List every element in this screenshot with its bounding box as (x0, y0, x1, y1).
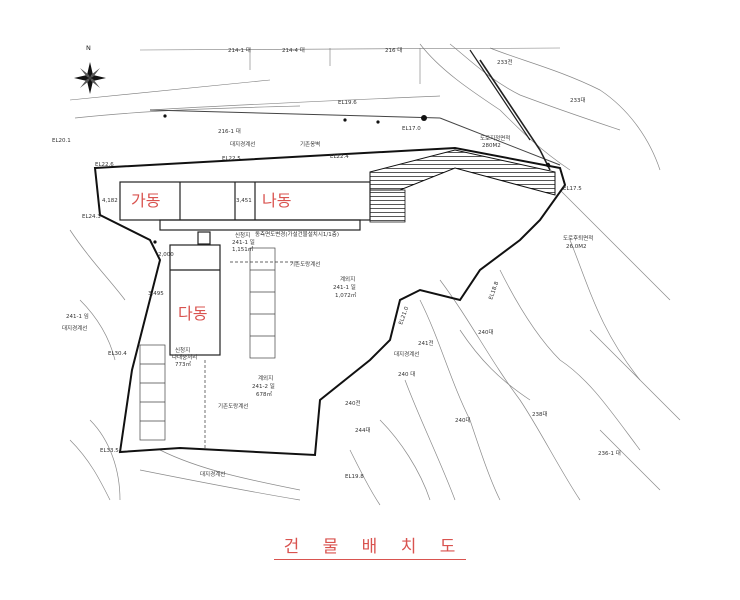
elev-3: EL22.5 (222, 156, 241, 162)
stream-line-2 (469, 49, 531, 141)
parcel-3-type: 신청지 (175, 346, 190, 354)
parcel-num-d: 233대 (570, 96, 586, 104)
survey-marks (153, 114, 551, 244)
parcel-4-type: 계외지 (258, 374, 273, 382)
building-da-label: 다동 (178, 304, 207, 323)
road-area-right: 도로후퇴면적 (563, 234, 593, 242)
parcel-4-number: 241-2 일 (252, 382, 275, 390)
elev-12: EL33.5 (100, 448, 119, 454)
road-area-top-value: 280M2 (482, 143, 501, 149)
elev-2: EL22.6 (95, 162, 114, 168)
parcel-num-k: 241전 (418, 339, 434, 347)
elev-13: EL19.8 (345, 474, 364, 480)
north-arrow (74, 62, 106, 94)
parcel-num-n: 244대 (355, 426, 371, 434)
parcel-num-l: 216-1 대 (218, 127, 241, 135)
dev-line-label-2: 기존도랑계선 (218, 402, 248, 410)
road-line-east (439, 117, 561, 166)
lot-line-top: 대지경계선 (230, 140, 255, 148)
elev-1: EL20.1 (52, 138, 71, 144)
north-label: N (86, 44, 91, 52)
parking-stalls (139, 247, 276, 441)
lot-line-left: 대지경계선 (62, 324, 87, 332)
road-line (149, 109, 441, 119)
elev-6: EL19.6 (338, 100, 357, 106)
parcel-num-b: 214-4 대 (282, 46, 305, 54)
parcel-num-i: 240전 (345, 399, 361, 407)
parcel-num-c: 216 대 (385, 46, 402, 54)
lot-line-mid: 대지경계선 (394, 350, 419, 358)
retaining-wall-hatch (369, 149, 556, 196)
dim-3: 3,495 (148, 291, 164, 297)
elev-4: EL22.4 (330, 154, 349, 160)
stairs-hatch (369, 189, 406, 223)
parcel-3-sub: 다대중처리 (172, 353, 197, 361)
parcel-num-o: 240 대 (398, 370, 415, 378)
elev-11: EL30.4 (108, 351, 127, 357)
road-area-right-value: 26.0M2 (566, 244, 587, 250)
elev-9: EL21.0 (398, 306, 410, 326)
stream-line (479, 59, 551, 171)
stairs-label: 기존옹벽 (300, 140, 320, 148)
building-ga-label: 가동 (131, 191, 160, 210)
parcel-1-type: 신청지 (235, 231, 250, 239)
page-title-text: 건 물 배 치 도 (273, 537, 467, 560)
dim-2: 3,451 (236, 198, 252, 204)
road-area-top: 도로지정면적 (480, 134, 510, 142)
parcel-2-number: 241-1 일 (333, 283, 356, 291)
parcel-2-area: 1,072㎡ (335, 291, 357, 299)
parcel-num-a: 214-1 대 (228, 46, 251, 54)
parcel-4-area: 678㎡ (256, 390, 272, 398)
parcel-num-g: 240대 (455, 416, 471, 424)
parcel-3-area: 773㎡ (175, 360, 191, 368)
elev-10: EL24.3 (82, 214, 101, 220)
dim-4: 2,000 (158, 252, 174, 258)
parcel-num-e: 233전 (497, 58, 513, 66)
site-boundary (93, 146, 567, 457)
mid-note: 동측면도변경(가설건물설치시1/1층) (255, 230, 339, 238)
elev-5: EL17.5 (563, 186, 582, 192)
parcel-grid (69, 47, 561, 101)
page-title: 건 물 배 치 도 (0, 532, 740, 560)
building-na-label: 나동 (262, 191, 291, 210)
parcel-num-m: 241-1 임 (66, 312, 89, 320)
elev-8: EL18.8 (488, 281, 500, 301)
lot-line-bottom: 대지경계선 (200, 470, 225, 478)
parcel-2-type: 계외지 (340, 275, 355, 283)
parcel-num-f: 240대 (478, 328, 494, 336)
buildings-outline (119, 181, 371, 356)
parcel-1-area: 1,151㎡ (232, 245, 254, 253)
dev-line-label: 기존도랑계선 (290, 260, 320, 268)
contour-lines (69, 43, 681, 506)
parcel-num-h: 238대 (532, 410, 548, 418)
parcel-1-number: 241-1 일 (232, 238, 255, 246)
parcel-num-j: 236-1 대 (598, 449, 621, 457)
dim-1: 4,182 (102, 198, 118, 204)
elev-7: EL17.0 (402, 126, 421, 132)
